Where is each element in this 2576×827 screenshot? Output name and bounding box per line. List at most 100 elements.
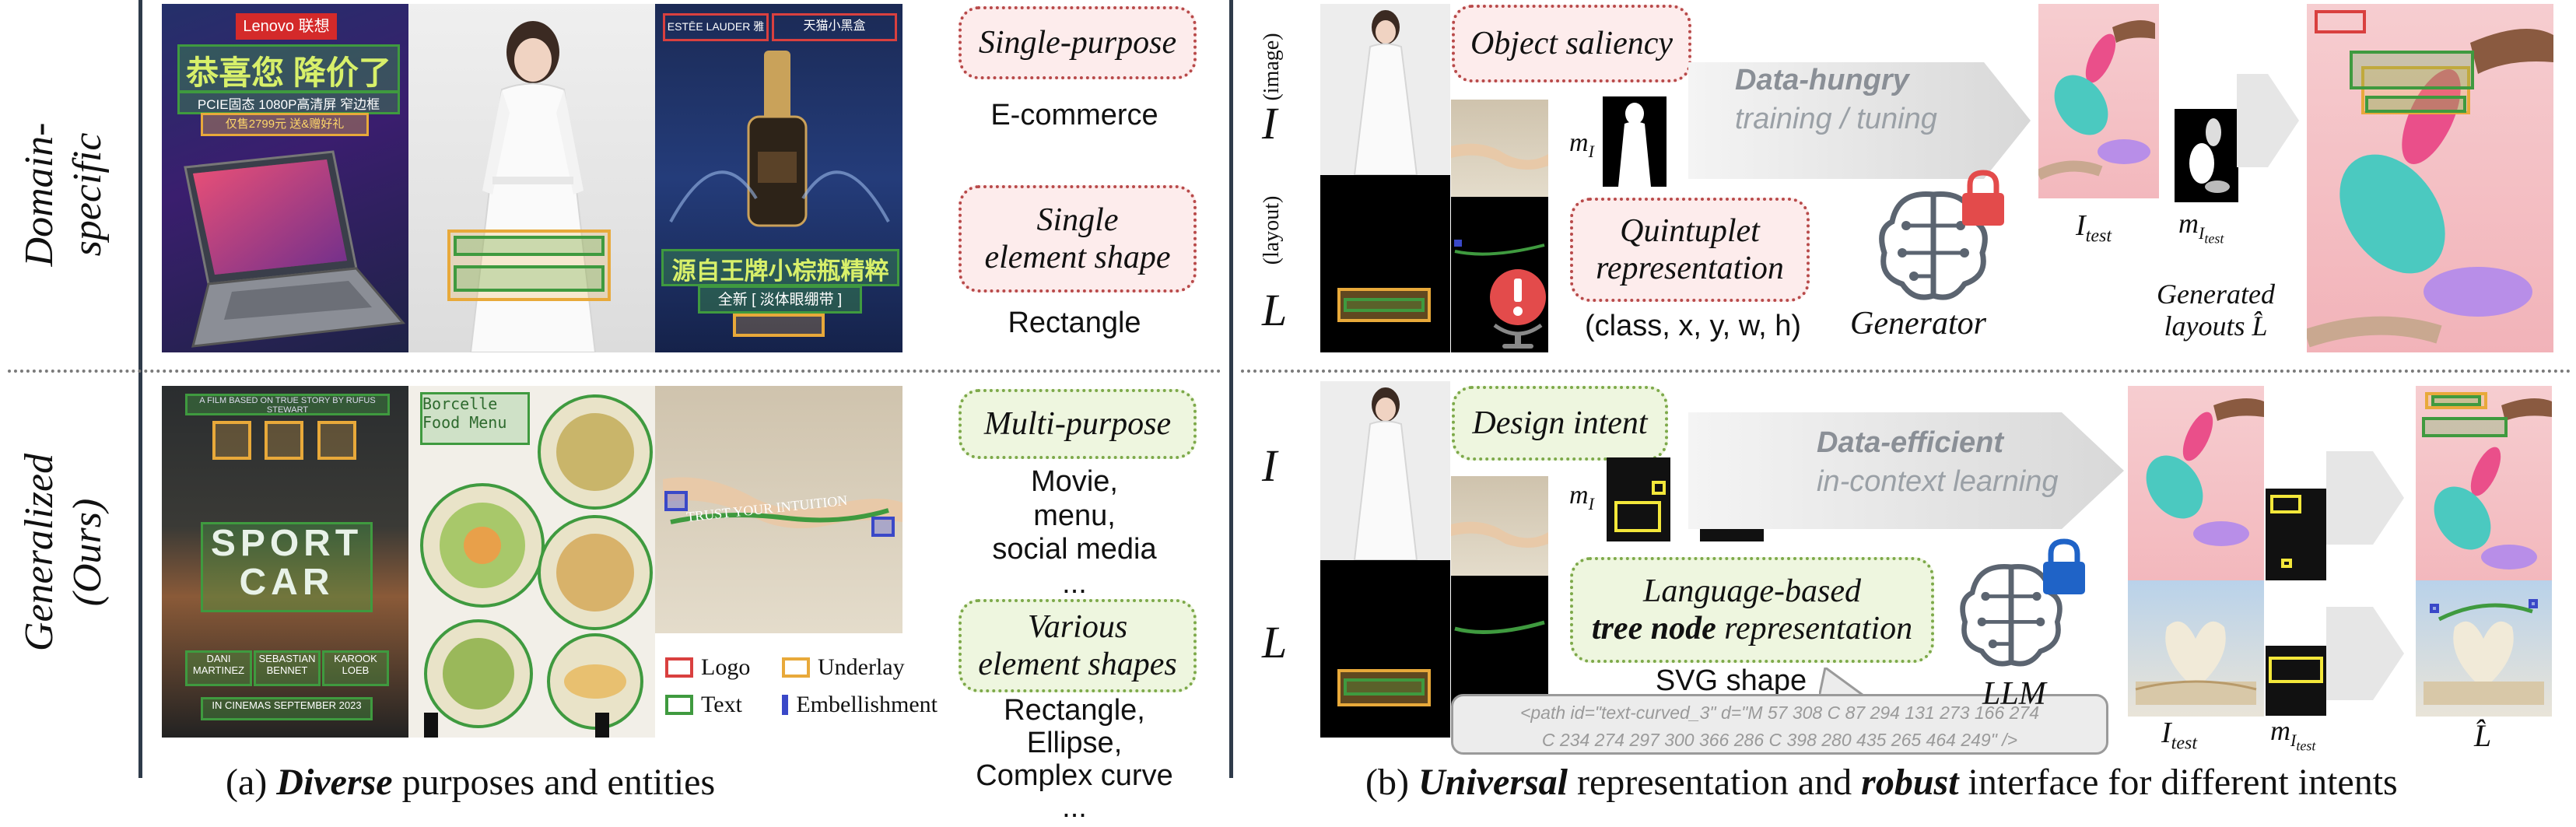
lock-icon-red — [1962, 170, 2004, 226]
poster-logo-2 — [265, 421, 303, 460]
legend-item-logo: Logo — [665, 652, 790, 683]
tree-node-rest: representation — [1716, 611, 1913, 647]
intent-mask-1-box-b — [1652, 481, 1666, 495]
test-mask-bottom-1 — [2266, 489, 2326, 580]
ecommerce-label: E-commerce — [990, 99, 1158, 131]
test-mask-bottom-2 — [2266, 646, 2326, 716]
serum-underlay — [733, 314, 825, 337]
hand-small-image-top — [1451, 100, 1548, 197]
label-image-paren: (image) — [1260, 33, 1284, 101]
layout-canvas-bottom — [1320, 560, 1450, 738]
design-intent-pill: Design intent — [1452, 386, 1668, 461]
label-I-bottom: I — [1262, 440, 1277, 491]
layout-underlay-bottom — [1337, 669, 1431, 706]
test-image-bottom-1 — [2128, 386, 2264, 580]
price-text: 仅售2799元 送&赠好礼 — [201, 113, 369, 136]
dress-small-image-top — [1320, 4, 1450, 175]
row-label-domain-specific: Domain- specific — [17, 122, 110, 267]
legend: Logo Underlay Text Embellishment — [665, 652, 938, 730]
test-mask-bottom-2-box — [2269, 657, 2323, 683]
brand-logo-left: ESTĒE LAUDER 雅诗兰黛 — [663, 13, 769, 41]
legend-item-underlay: Underlay — [782, 652, 922, 683]
dress-model-image — [408, 4, 655, 352]
hand-small-layout-curve-top — [1454, 240, 1545, 256]
row-separator-left — [8, 370, 1221, 373]
output-text-bottom-1a — [2431, 395, 2481, 406]
legend-swatch-embellishment — [782, 695, 789, 715]
menu-title: Borcelle Food Menu — [420, 392, 530, 445]
I-test-label-bottom: Itest — [2161, 717, 2197, 754]
poster-logo-1 — [212, 421, 251, 460]
poster-footer: IN CINEMAS SEPTEMBER 2023 — [201, 697, 373, 720]
hand-curve-image: TRUST YOUR INTUITION — [655, 386, 902, 633]
multi-purpose-pill: Multi-purpose — [959, 389, 1197, 459]
single-element-shape-pill: Single element shape — [959, 185, 1197, 293]
hand-small-image-bottom — [1451, 476, 1548, 576]
laptop-ad-image: Lenovo 联想 恭喜您 降价了 PCIE固态 1080P高清屏 窄边框 仅售… — [162, 4, 408, 352]
hand-small-layout-curve-bottom — [1454, 620, 1545, 634]
serum-ad-image: ESTĒE LAUDER 雅诗兰黛 天猫小黑盒 源自王牌小棕瓶精粹 全新 [ 淡… — [655, 4, 902, 352]
legend-label-underlay: Underlay — [818, 654, 905, 680]
m-test-label-top: mItest — [2178, 208, 2224, 247]
output-image-bottom-2 — [2416, 580, 2552, 717]
caption-b-mid: representation and — [1567, 762, 1862, 803]
various-shapes-pill: Various element shapes — [959, 599, 1197, 692]
label-I-top: I — [1262, 98, 1277, 149]
tree-node-line-1: Language-based — [1643, 573, 1861, 609]
embellishment-right — [871, 517, 895, 537]
test-mask-top — [2175, 109, 2238, 202]
output-art-bottom-1 — [2434, 398, 2552, 569]
lock-icon-blue — [2043, 538, 2085, 594]
legend-item-text: Text — [665, 689, 790, 720]
layout-canvas-top — [1320, 175, 1450, 352]
llm-label: LLM — [1982, 676, 2046, 712]
legend-swatch-text — [665, 695, 693, 715]
food-menu-image: Borcelle Food Menu — [408, 386, 655, 738]
intent-mask-1-box-a — [1614, 501, 1661, 532]
output-book-art — [2424, 603, 2544, 705]
L-hat-label: L̂ — [2474, 718, 2492, 753]
hand-curve-art: TRUST YOUR INTUITION — [663, 477, 902, 528]
single-purpose-pill: Single-purpose — [959, 6, 1197, 79]
label-layout-paren: (layout) — [1260, 195, 1284, 265]
tree-node-representation-pill: Language-based tree node representation — [1570, 557, 1934, 663]
center-divider — [1229, 0, 1233, 778]
serum-headline: 源自王牌小棕瓶精粹 — [661, 249, 899, 286]
book-heart-art — [2135, 621, 2257, 705]
generated-layouts-label: Generated layouts L̂ — [2157, 279, 2275, 342]
m-test-label-bottom: mItest — [2270, 715, 2316, 754]
multi-purpose-values: Movie, menu, social media ... — [992, 465, 1157, 601]
dress-figure-small-top — [1353, 10, 1418, 175]
caption-a-prefix: (a) — [226, 762, 277, 803]
output-arrow-bottom-2 — [2326, 607, 2404, 700]
poster-name-2: SEBASTIAN BENNET — [254, 650, 321, 686]
svg-code-box: <path id="text-curved_3" d="M 57 308 C 8… — [1451, 694, 2108, 755]
saliency-blob-top — [1618, 103, 1651, 187]
caption-a-rest: purposes and entities — [392, 762, 716, 803]
in-context-learning-label: in-context learning — [1817, 465, 2059, 498]
dress-small-image-bottom — [1320, 381, 1450, 560]
poster-logo-3 — [317, 421, 356, 460]
legend-label-text: Text — [701, 692, 742, 717]
caption-b-bold-1: Universal — [1418, 762, 1568, 803]
serum-sub: 全新 [ 淡体眼绷带 ] — [698, 286, 862, 314]
hand-small-art-top — [1451, 143, 1548, 170]
output-arrow-top — [2237, 74, 2299, 167]
spec-text: PCIE固态 1080P高清屏 窄边框 — [177, 91, 400, 114]
caption-a-bold: Diverse — [276, 762, 393, 803]
output-text-1-top — [2350, 51, 2474, 89]
text-box-2 — [454, 265, 605, 292]
mask-label-bottom: mI — [1569, 481, 1594, 513]
legend-label-logo: Logo — [701, 654, 751, 680]
brain-chip-icon-bottom — [1960, 564, 2063, 667]
output-art-top — [2307, 29, 2553, 348]
tree-node-bold: tree node — [1591, 611, 1716, 647]
data-hungry-label: Data-hungry — [1735, 64, 1909, 96]
data-efficient-label: Data-efficient — [1817, 426, 2004, 459]
layout-underlay-top — [1337, 288, 1431, 322]
test-image-top — [2038, 4, 2159, 198]
I-test-label-top: Itest — [2076, 209, 2112, 247]
test-mask-blob-top — [2189, 118, 2230, 193]
caption-b: (b) Universal representation and robust … — [1365, 761, 2548, 804]
data-hungry-arrow — [1688, 62, 2031, 179]
